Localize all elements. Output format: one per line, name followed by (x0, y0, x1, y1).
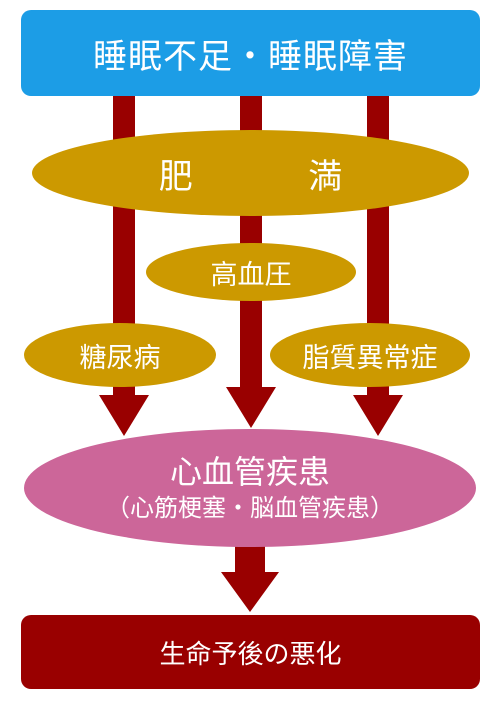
cardiovascular-disease-ellipse: 心血管疾患 （心筋梗塞・脳血管疾患） (24, 429, 476, 547)
poor-prognosis-box: 生命予後の悪化 (21, 615, 480, 689)
hypertension-ellipse: 高血圧 (146, 243, 356, 301)
poor-prognosis-label: 生命予後の悪化 (159, 639, 342, 670)
diabetes-ellipse: 糖尿病 (24, 323, 216, 387)
obesity-ellipse: 肥 満 (32, 130, 469, 216)
cvd-title: 心血管疾患 (169, 453, 330, 491)
sleep-disorder-box: 睡眠不足・睡眠障害 (21, 10, 480, 96)
arrow-right (353, 96, 403, 436)
obesity-label: 肥 満 (158, 156, 384, 197)
hypertension-label: 高血圧 (210, 259, 292, 291)
dyslipidemia-label: 脂質異常症 (302, 342, 438, 374)
sleep-disorder-label: 睡眠不足・睡眠障害 (93, 36, 408, 77)
arrow-left (99, 96, 149, 436)
arrow-to-prognosis (221, 546, 279, 612)
dyslipidemia-ellipse: 脂質異常症 (270, 323, 470, 387)
cvd-subtitle: （心筋梗塞・脳血管疾患） (106, 494, 394, 522)
diabetes-label: 糖尿病 (79, 342, 161, 374)
